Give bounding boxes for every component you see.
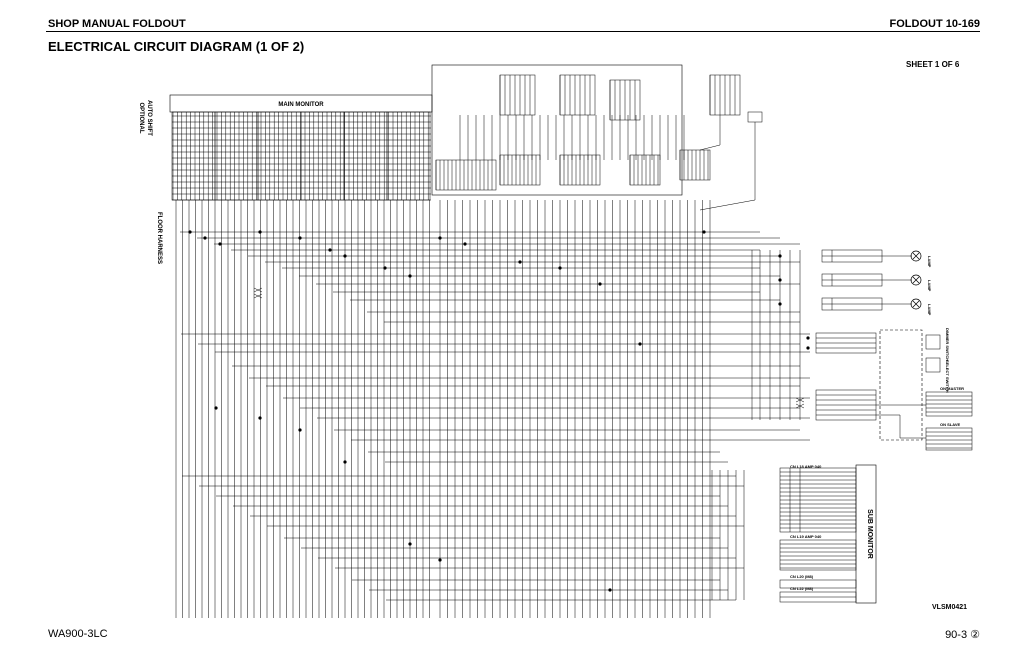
crossover xyxy=(253,287,263,293)
junction-dot xyxy=(343,254,347,258)
cn-l20-label: CN L20 (M8) xyxy=(790,574,814,579)
crossover xyxy=(795,397,805,403)
top-connector xyxy=(629,154,661,186)
sub-table-l19 xyxy=(779,539,857,571)
sheet-number: SHEET 1 OF 6 xyxy=(906,60,960,69)
junction-dot xyxy=(383,266,387,270)
junction-dot xyxy=(408,274,412,278)
top-connector xyxy=(679,149,711,181)
cn-l18-label: CN L18 AMP 040 xyxy=(790,464,822,469)
optional-label: OPTIONAL xyxy=(138,103,144,134)
diagram-static-elements xyxy=(169,64,923,604)
junction-dot xyxy=(806,336,810,340)
junction-dot xyxy=(258,230,262,234)
dimmer-switch-symbol xyxy=(925,334,941,350)
junction-dot xyxy=(438,236,442,240)
monitor-connector-block xyxy=(257,111,302,201)
slave-wire xyxy=(876,414,926,439)
auto-shift-label: AUTO SHIFT xyxy=(146,100,152,136)
junction-dot xyxy=(214,406,218,410)
select-switch-symbol xyxy=(925,357,941,373)
junction-dot xyxy=(203,236,207,240)
junction-dot xyxy=(598,282,602,286)
lamp-symbol xyxy=(910,274,922,286)
junction-dot xyxy=(218,242,222,246)
header-rule xyxy=(46,31,980,32)
header-manual-title: SHOP MANUAL FOLDOUT xyxy=(48,18,186,30)
top-small-symbol xyxy=(747,111,763,123)
lamp-label-1: LAMP xyxy=(927,256,932,268)
slave-table xyxy=(925,427,973,451)
top-wire xyxy=(699,122,756,211)
select-switch-label: SELECT SWITCH xyxy=(945,360,950,393)
junction-dot xyxy=(298,236,302,240)
on-slave-label: ON SLAVE xyxy=(940,422,960,427)
sub-monitor-box xyxy=(855,464,877,604)
lamp-cross xyxy=(912,276,920,284)
wire-layer xyxy=(172,112,926,618)
connector-tables xyxy=(171,74,973,603)
junction-dots xyxy=(188,230,810,592)
junction-dot xyxy=(328,248,332,252)
junction-dot xyxy=(343,460,347,464)
junction-dot xyxy=(702,230,706,234)
monitor-connector-block xyxy=(171,111,216,201)
on-master-label: ON MASTER xyxy=(940,386,964,391)
junction-dot xyxy=(463,242,467,246)
junction-dot xyxy=(778,278,782,282)
lamp-symbol xyxy=(910,250,922,262)
junction-dot xyxy=(806,346,810,350)
top-connector-frame xyxy=(431,64,683,196)
junction-dot xyxy=(638,342,642,346)
lamp-cross xyxy=(912,300,920,308)
sub-table-l20 xyxy=(779,579,857,589)
junction-dot xyxy=(778,302,782,306)
diagram-title: ELECTRICAL CIRCUIT DIAGRAM (1 OF 2) xyxy=(48,39,305,54)
footer-model: WA900-3LC xyxy=(48,628,108,640)
crossover xyxy=(795,403,805,409)
junction-dot xyxy=(298,428,302,432)
dimmer-switch-label: DIMMER SWITCH xyxy=(945,328,950,361)
top-connector xyxy=(435,159,497,191)
lamp-cross xyxy=(912,252,920,260)
footer-page-number: 90-3 ② xyxy=(945,629,980,641)
sub-monitor-label: SUB MONITOR xyxy=(866,509,873,559)
main-monitor-label: MAIN MONITOR xyxy=(278,102,324,108)
monitor-connector-block xyxy=(386,111,431,201)
floor-harness-label: FLOOR HARNESS xyxy=(156,212,162,264)
lamp-label-2: LAMP xyxy=(927,280,932,292)
junction-dot xyxy=(438,558,442,562)
lamp-symbol xyxy=(910,298,922,310)
monitor-connector-block xyxy=(343,111,388,201)
cn-l19-label: CN L19 AMP 040 xyxy=(790,534,822,539)
lamp-label-3: LAMP xyxy=(927,304,932,316)
junction-dot xyxy=(558,266,562,270)
junction-dot xyxy=(778,254,782,258)
top-wire xyxy=(699,115,721,151)
lamp-symbols xyxy=(910,250,922,310)
drawing-code: VLSM0421 xyxy=(932,604,968,611)
junction-dot xyxy=(518,260,522,264)
junction-dot xyxy=(188,230,192,234)
crossover xyxy=(253,293,263,299)
junction-dot xyxy=(258,416,262,420)
junction-dot xyxy=(408,542,412,546)
junction-dot xyxy=(608,588,612,592)
dashed-switch-area xyxy=(879,329,923,441)
header-foldout-number: FOLDOUT 10-169 xyxy=(889,18,980,30)
cn-l22-label: CN L22 (M8) xyxy=(790,586,814,591)
